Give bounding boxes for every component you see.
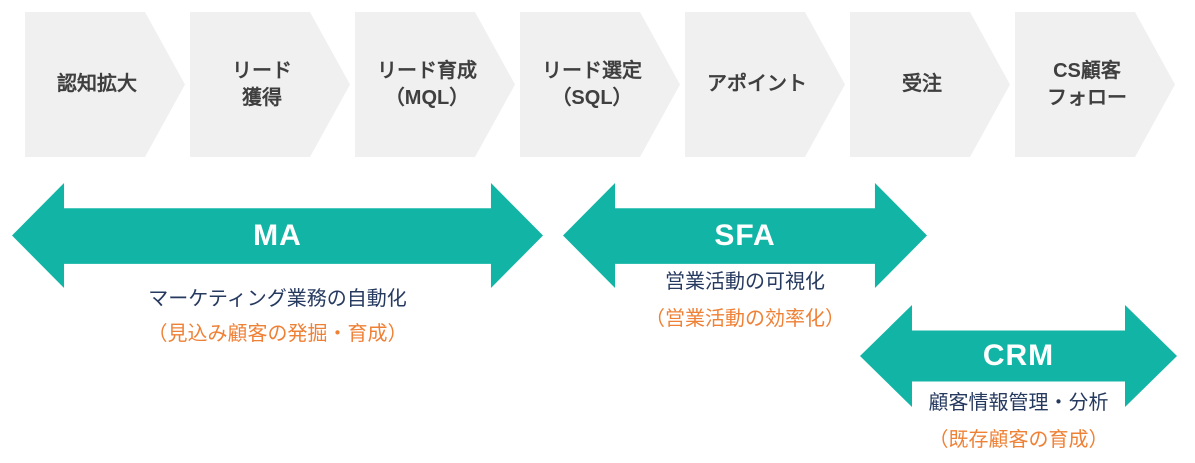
ma-description: マーケティング業務の自動化 [148, 288, 407, 310]
crm-highlight-note: （既存顧客の育成） [928, 429, 1109, 451]
funnel-stage-label: 認知拡大 [57, 73, 137, 95]
funnel-stage-label: リード選定 [542, 59, 642, 82]
crm-label: CRM [982, 339, 1055, 372]
funnel-stage-label: （SQL） [551, 86, 633, 109]
funnel-stage-label: リード育成 [377, 59, 477, 82]
funnel-stage-label: 受注 [902, 73, 942, 95]
sfa-label: SFA [714, 218, 776, 252]
crm-description: 顧客情報管理・分析 [928, 392, 1109, 414]
funnel-stage-label: CS顧客 [1053, 59, 1121, 82]
funnel-stage-label: アポイント [707, 73, 807, 95]
funnel-stage-appointment: アポイント [685, 12, 845, 157]
ma-highlight-note: （見込み顧客の発掘・育成） [147, 323, 408, 345]
funnel-stage-label: フォロー [1047, 86, 1127, 109]
funnel-stage-awareness: 認知拡大 [25, 12, 185, 157]
sfa-description: 営業活動の可視化 [665, 271, 825, 293]
funnel-stage-lead-generation: リード 獲得 [190, 12, 350, 157]
funnel-stage-label: （MQL） [384, 86, 470, 109]
funnel-stage-order: 受注 [850, 12, 1010, 157]
sfa-highlight-note: （営業活動の効率化） [645, 308, 845, 330]
funnel-stage-label: 獲得 [242, 86, 282, 109]
funnel-stage-lead-qualification-sql: リード選定 （SQL） [520, 12, 680, 157]
ma-range-arrow: MA [12, 183, 543, 288]
ma-label: MA [253, 218, 302, 252]
funnel-stage-label: リード [232, 59, 292, 82]
funnel-stage-lead-nurturing-mql: リード育成 （MQL） [355, 12, 515, 157]
funnel-stage-cs-follow: CS顧客 フォロー [1015, 12, 1175, 157]
